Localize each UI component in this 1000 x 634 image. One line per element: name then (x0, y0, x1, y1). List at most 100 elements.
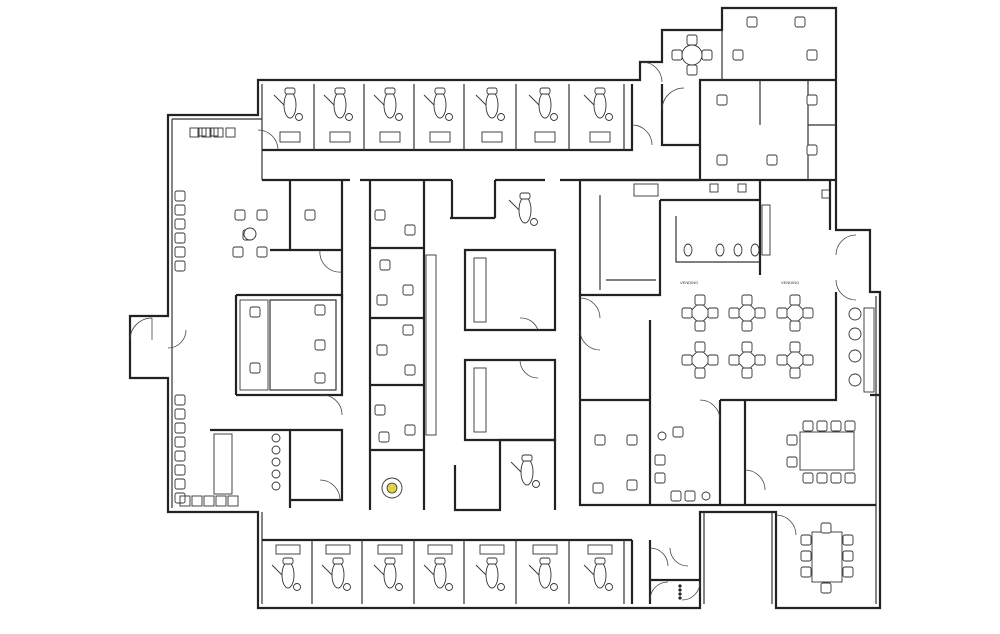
office-chair (806, 94, 818, 106)
office-chair (670, 490, 682, 502)
storage-bin (197, 127, 207, 137)
dental-chair-headrest (434, 87, 446, 95)
office-chair (746, 16, 758, 28)
lounge-seat (848, 307, 862, 321)
dental-arm (423, 94, 435, 106)
equipment-dot (678, 596, 682, 600)
conference-chair (816, 472, 828, 484)
cafe-chair (694, 294, 706, 306)
operator-stool (497, 583, 505, 591)
cabinet (189, 127, 200, 138)
reception-counter (213, 433, 233, 495)
xray-unit (381, 477, 403, 499)
dental-chair-top-7 (593, 91, 607, 119)
dental-chair-headrest (332, 557, 344, 565)
operatory-cart (532, 544, 558, 555)
toilet (750, 243, 760, 257)
cabinet (225, 127, 236, 138)
dental-arm (475, 564, 487, 576)
operator-stool (395, 583, 403, 591)
operatory-cart (325, 544, 351, 555)
xray-marker (386, 482, 398, 494)
waiting-chair (174, 436, 186, 448)
cafe-chair (728, 307, 740, 319)
office-chair (716, 154, 728, 166)
cafe-chair (707, 354, 719, 366)
operator-stool (343, 583, 351, 591)
table-chair (671, 49, 683, 61)
operatory-cart (279, 131, 301, 143)
sink (271, 433, 281, 443)
operatory-cart (275, 544, 301, 555)
cabinet (213, 127, 224, 138)
operator-stool (445, 113, 453, 121)
training-chair (842, 534, 854, 546)
cafe-chair (789, 320, 801, 332)
lounge-seat (848, 327, 862, 341)
office-chair (672, 426, 684, 438)
dental-chair-headrest (334, 87, 346, 95)
dental-chair-bottom-6 (538, 561, 552, 589)
office-chair (716, 94, 728, 106)
conference-table (799, 431, 855, 471)
dental-chair-headrest (594, 557, 606, 565)
cafe-chair (754, 354, 766, 366)
dental-chair-top-1 (283, 91, 297, 119)
conference-chair (802, 472, 814, 484)
office-chair (402, 324, 414, 336)
conference-chair (844, 472, 856, 484)
waiting-chair (174, 232, 186, 244)
sink (737, 183, 747, 193)
operator-stool (532, 480, 540, 488)
doors (129, 61, 857, 601)
lounge-chair (234, 209, 246, 221)
dental-chair-top-2 (333, 91, 347, 119)
dental-arm (323, 94, 335, 106)
cafe-table (783, 348, 807, 372)
dental-arm (321, 564, 333, 576)
office-chair (374, 209, 386, 221)
cafe-table (688, 348, 712, 372)
office-chair (794, 16, 806, 28)
operator-stool (345, 113, 353, 121)
bench-seat (191, 495, 203, 507)
dental-arm (583, 94, 595, 106)
operatory-cart (379, 131, 401, 143)
waiting-chair (174, 408, 186, 420)
waiting-chair (174, 478, 186, 490)
desk-chair (249, 362, 261, 374)
operator-stool (550, 583, 558, 591)
office-chair (402, 284, 414, 296)
vending-label-right: VENDING (781, 280, 799, 285)
dental-chair-bottom-3 (383, 561, 397, 589)
dental-chair-bottom-7 (593, 561, 607, 589)
training-table (811, 531, 843, 583)
cafe-chair (741, 294, 753, 306)
bench (863, 307, 875, 393)
conference-chair (830, 472, 842, 484)
cafe-chair (789, 294, 801, 306)
office-chair (732, 49, 744, 61)
lounge-chair (232, 246, 244, 258)
dental-chair-mid-top (518, 196, 532, 224)
waiting-chair (174, 218, 186, 230)
training-chair (800, 534, 812, 546)
dental-arm (528, 94, 540, 106)
operatory-cart (587, 544, 613, 555)
toilet (683, 243, 693, 257)
sink (271, 481, 281, 491)
cafe-chair (754, 307, 766, 319)
dental-arm (373, 94, 385, 106)
operatory-cart (589, 131, 611, 143)
cafe-chair (681, 307, 693, 319)
equipment-dot (678, 592, 682, 596)
desk-chair (314, 372, 326, 384)
conference-chair (786, 434, 798, 446)
sterilization-counter (473, 257, 487, 323)
dental-chair-bottom-2 (331, 561, 345, 589)
dental-chair-top-6 (538, 91, 552, 119)
sink (657, 431, 667, 441)
table-chair (686, 64, 698, 76)
waiting-chair (174, 246, 186, 258)
dental-arm (528, 564, 540, 576)
